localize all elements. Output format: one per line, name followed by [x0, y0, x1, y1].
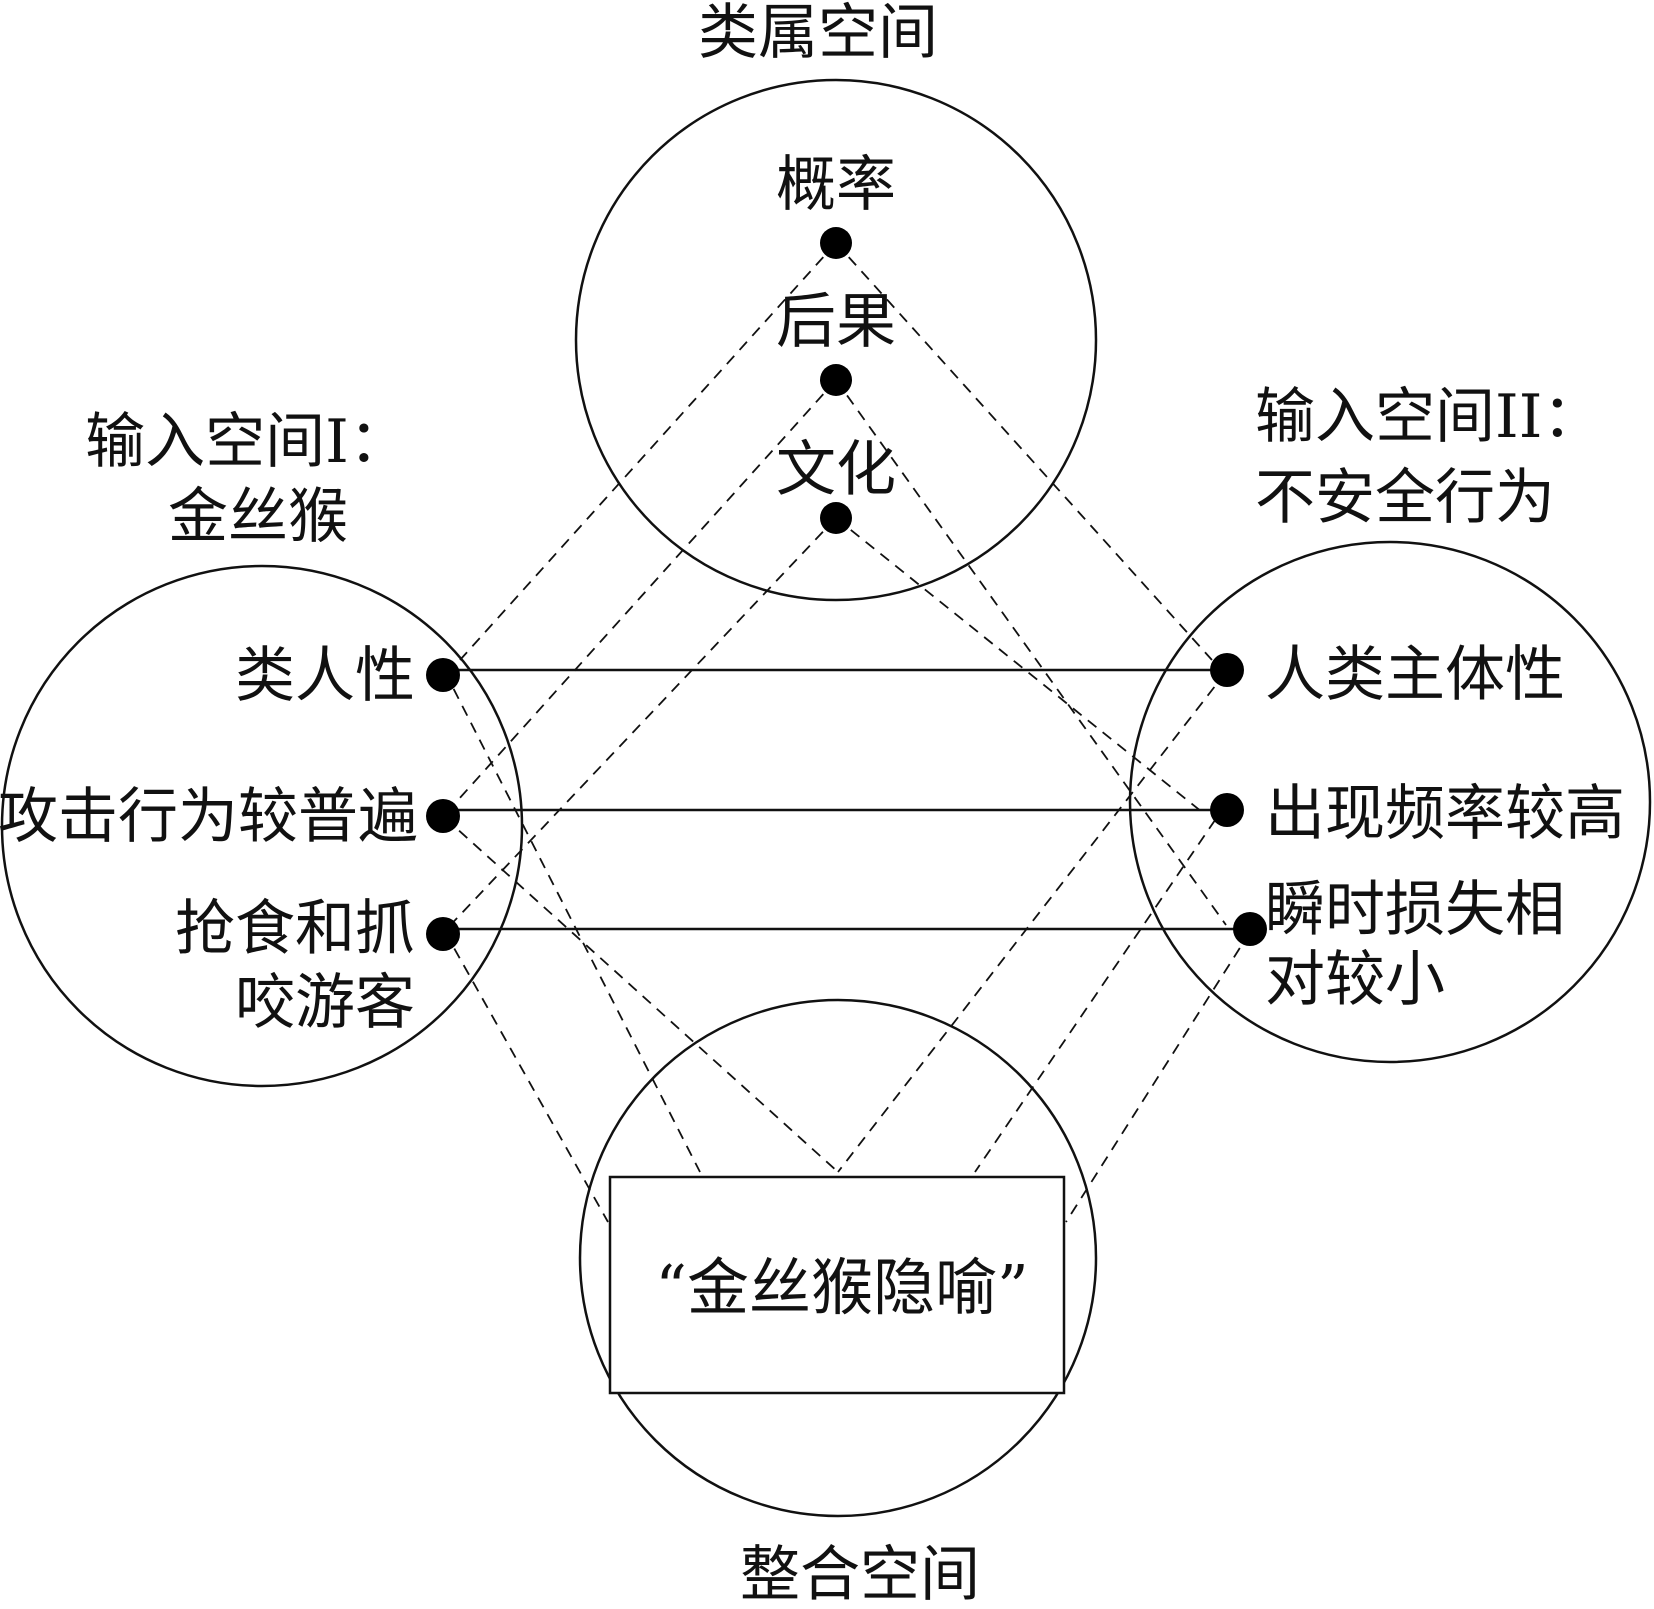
blended-space-label: “金丝猴隐喻”	[655, 1251, 1028, 1324]
dash-consequence-right	[835, 379, 1227, 926]
dot-high-frequency	[1210, 793, 1244, 827]
input-1-item-grab-line1: 抢食和抓	[175, 894, 415, 964]
dash-frequency-to-blend	[974, 803, 1227, 1173]
generic-space-title: 类属空间	[698, 0, 938, 68]
input-space-2-circle	[1128, 540, 1652, 1064]
input-space-1-title-line2: 金丝猴	[168, 482, 348, 552]
generic-item-consequence: 后果	[776, 287, 896, 357]
dot-aggression	[426, 799, 460, 833]
generic-space-circle	[574, 78, 1098, 602]
input-1-item-aggression: 攻击行为较普遍	[0, 782, 418, 852]
input-space-2-title-line2: 不安全行为	[1255, 463, 1555, 533]
dash-culture-right	[835, 517, 1203, 813]
input-1-item-humanlike: 类人性	[235, 641, 415, 711]
dot-culture	[820, 502, 852, 534]
input-2-item-subjectivity: 人类主体性	[1265, 640, 1565, 710]
input-space-2-title-line1: 输入空间II：	[1255, 382, 1602, 452]
input-2-item-frequency: 出现频率较高	[1265, 779, 1625, 849]
blended-space-box	[608, 1175, 1066, 1395]
input-2-item-loss-line1: 瞬时损失相	[1265, 875, 1565, 945]
dash-culture-left	[441, 517, 837, 935]
input-2-item-loss-line2: 对较小	[1265, 945, 1445, 1015]
dot-human-subjectivity	[1210, 653, 1244, 687]
dash-humanlike-to-blend	[444, 671, 701, 1173]
dot-probability	[820, 227, 852, 259]
dot-consequence	[820, 364, 852, 396]
dash-grab-to-blend	[444, 931, 609, 1223]
blended-space-circle	[578, 998, 1098, 1518]
dash-consequence-left	[439, 379, 837, 821]
generic-item-culture: 文化	[776, 435, 896, 505]
dash-subjectivity-to-blend	[837, 671, 1227, 1173]
generic-item-probability: 概率	[776, 150, 896, 220]
dash-aggression-to-blend	[444, 817, 839, 1173]
blended-space-title: 整合空间	[740, 1540, 980, 1609]
dash-loss-to-blend	[1065, 931, 1251, 1223]
dot-small-loss	[1233, 912, 1267, 946]
dot-grab-bite	[426, 917, 460, 951]
input-1-item-grab-line2: 咬游客	[235, 968, 415, 1038]
input-space-1-title-line1: 输入空间I：	[85, 407, 409, 477]
input-space-1-circle	[0, 564, 524, 1088]
dashed-projection-lines	[439, 242, 1251, 1223]
dot-humanlike	[426, 658, 460, 692]
